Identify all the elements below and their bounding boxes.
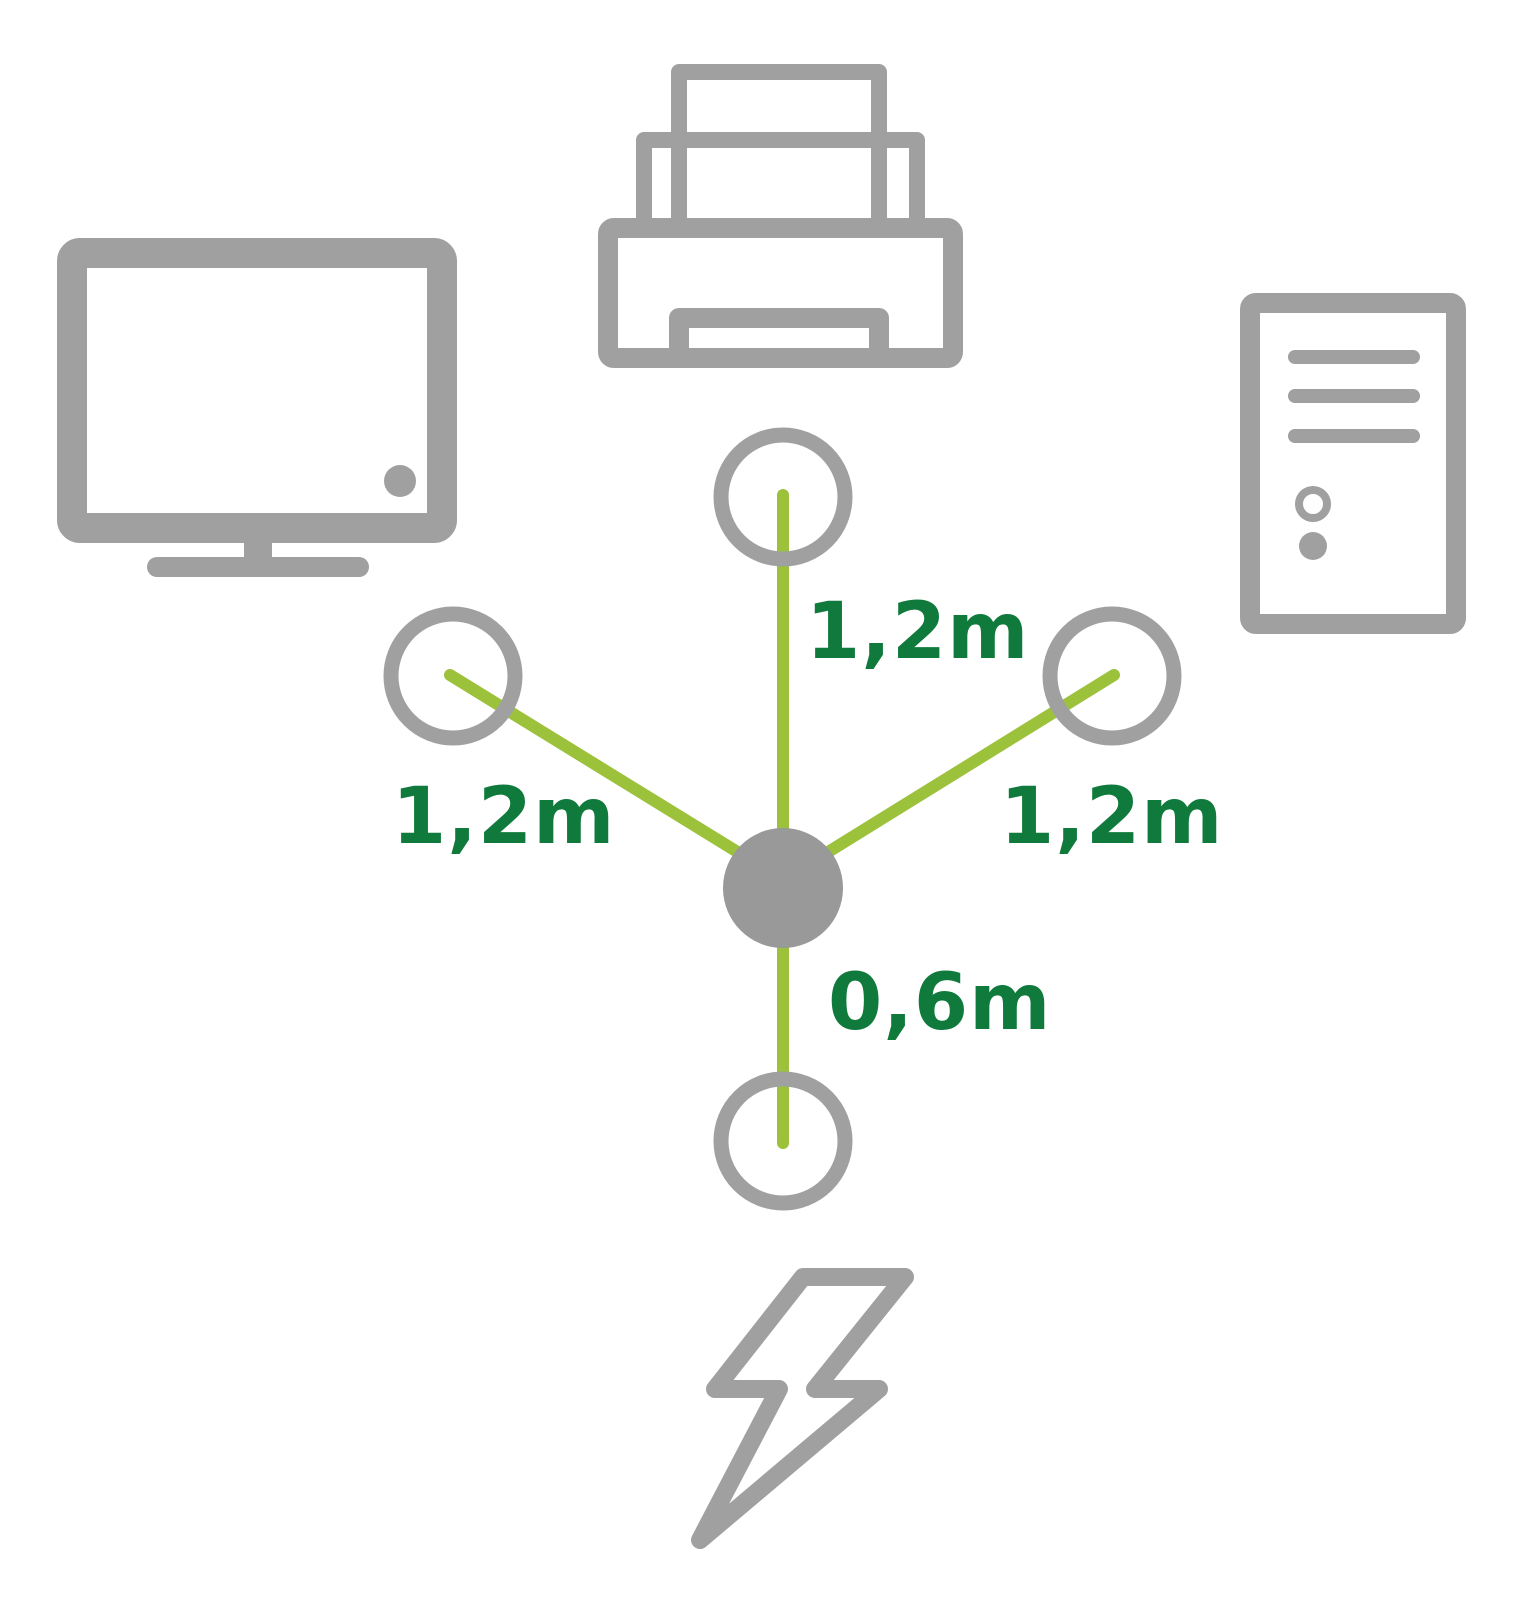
printer-icon	[598, 64, 963, 368]
lightning-bolt-icon	[691, 1268, 914, 1549]
cable-length-label-left: 1,2m	[392, 772, 615, 862]
cable-length-label-top: 1,2m	[806, 587, 1029, 677]
splitter-hub	[723, 828, 843, 948]
connectors	[383, 427, 1182, 1211]
desktop-tower-icon	[1240, 293, 1466, 634]
connector-left	[383, 606, 523, 746]
monitor-icon	[57, 238, 457, 577]
connector-top	[713, 427, 853, 567]
cable-length-label-right: 1,2m	[1000, 772, 1223, 862]
cable-length-label-bottom: 0,6m	[828, 958, 1051, 1048]
connector-bottom	[713, 1071, 853, 1211]
connector-right	[1042, 606, 1182, 746]
